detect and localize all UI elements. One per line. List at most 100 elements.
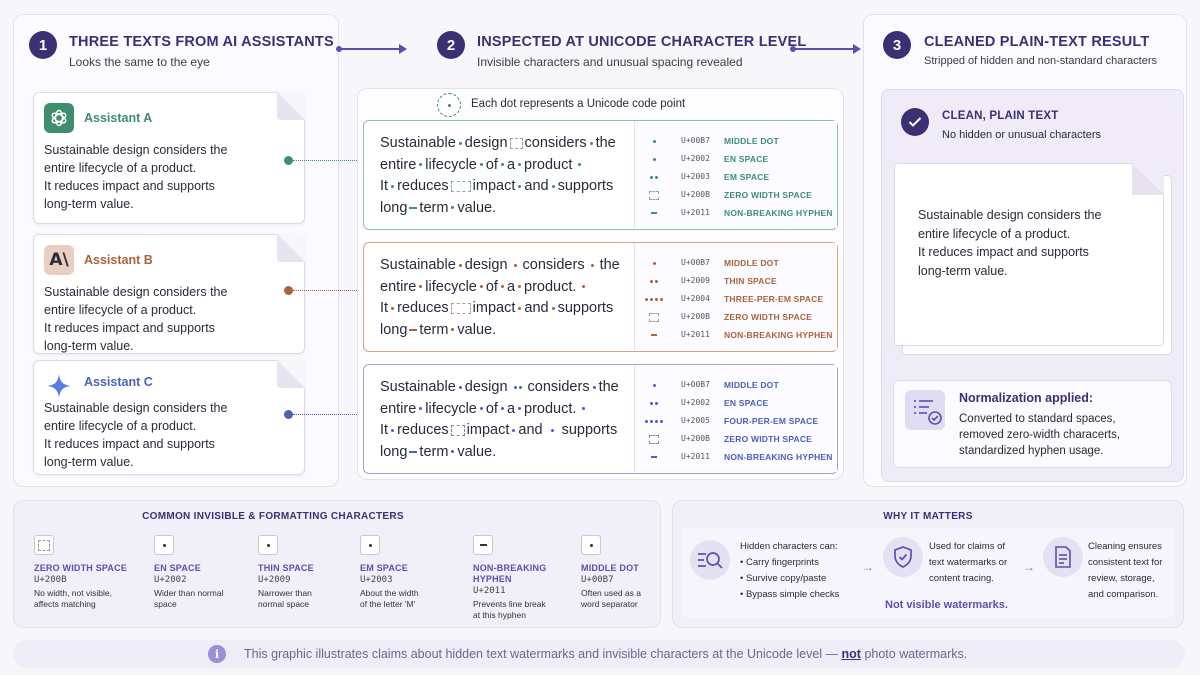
assistant-a-name: Assistant A xyxy=(84,111,153,125)
anthropic-logo-icon: A\ xyxy=(44,245,74,275)
zero-width-space-marker xyxy=(509,137,523,149)
middle-dot-marker xyxy=(512,428,516,432)
assistant-b-card: A\ Assistant B Sustainable design consid… xyxy=(33,234,305,354)
step1-number: 1 xyxy=(29,31,57,59)
step2-title: INSPECTED AT UNICODE CHARACTER LEVEL xyxy=(477,34,807,50)
step3-title: CLEANED PLAIN-TEXT RESULT xyxy=(924,34,1150,50)
why-title: WHY IT MATTERS xyxy=(883,511,973,522)
step2-number: 2 xyxy=(437,31,465,59)
middle-dot-marker xyxy=(551,184,555,188)
en-space-marker xyxy=(513,385,517,389)
step2-subtitle: Invisible characters and unusual spacing… xyxy=(477,55,743,69)
normalization-list-icon xyxy=(905,390,945,430)
assistant-c-card: Assistant C Sustainable design considers… xyxy=(33,360,305,475)
middle-dot-marker xyxy=(551,306,555,310)
normalization-title: Normalization applied: xyxy=(959,391,1094,405)
connector-c-line xyxy=(293,414,363,415)
thin-space-marker xyxy=(513,263,517,267)
connector-a-line xyxy=(293,160,363,161)
step1-subtitle: Looks the same to the eye xyxy=(69,55,210,69)
middle-dot-marker xyxy=(592,385,596,389)
middle-dot-marker xyxy=(590,263,594,267)
normalization-text: Converted to standard spaces, removed ze… xyxy=(959,413,1121,457)
ref-zero-width-space: ZERO WIDTH SPACE U+200B No width, not vi… xyxy=(34,535,144,610)
middle-dot-marker xyxy=(518,184,522,188)
clean-doc: Sustainable design considers the entire … xyxy=(894,163,1164,346)
info-icon: i xyxy=(208,645,226,663)
middle-dot-marker xyxy=(500,285,504,289)
four-per-em-marker xyxy=(550,428,554,432)
middle-dot-marker xyxy=(458,263,462,267)
middle-dot-marker xyxy=(458,385,462,389)
magnify-lines-icon xyxy=(690,540,730,580)
middle-dot-marker xyxy=(451,328,455,332)
middle-dot-marker xyxy=(419,407,423,411)
connector-b-dot xyxy=(284,286,293,295)
clean-title: CLEAN, PLAIN TEXT xyxy=(942,110,1059,122)
why-col3: Cleaning ensures consistent text for rev… xyxy=(1088,541,1163,600)
assistant-c-name: Assistant C xyxy=(84,375,153,389)
middle-dot-marker xyxy=(578,163,582,167)
why-col1: Hidden characters can: • Carry fingerpri… xyxy=(740,541,840,600)
middle-dot-marker xyxy=(451,450,455,454)
assistant-b-name: Assistant B xyxy=(84,253,153,267)
step3-number: 3 xyxy=(883,31,911,59)
footer-text: This graphic illustrates claims about hi… xyxy=(244,647,968,661)
check-icon xyxy=(901,108,929,136)
middle-dot-marker xyxy=(518,407,522,411)
clean-subtitle: No hidden or unusual characters xyxy=(942,129,1101,141)
dot-legend-icon xyxy=(437,93,461,117)
why-inner xyxy=(682,528,1174,618)
middle-dot-marker xyxy=(451,206,455,210)
arrow-step1-to-step2 xyxy=(336,44,407,54)
ref-non-breaking-hyphen: NON-BREAKING HYPHEN U+2011 Prevents line… xyxy=(473,535,583,621)
why-col2-note: Not visible watermarks. xyxy=(885,599,1008,611)
en-space-marker xyxy=(518,385,522,389)
middle-dot-marker xyxy=(500,407,504,411)
middle-dot-marker xyxy=(391,184,395,188)
dot-legend-note: Each dot represents a Unicode code point xyxy=(471,98,686,110)
step1-title: THREE TEXTS FROM AI ASSISTANTS xyxy=(69,34,334,50)
zero-width-space-marker xyxy=(450,302,471,314)
arrow-step2-to-step3 xyxy=(790,44,861,54)
middle-dot-marker xyxy=(479,163,483,167)
zero-width-space-marker xyxy=(450,424,465,436)
connector-c-dot xyxy=(284,410,293,419)
middle-dot-marker xyxy=(458,141,462,145)
clean-doc-text: Sustainable design considers the entire … xyxy=(918,208,1102,278)
reference-panel xyxy=(13,500,661,628)
nb-hyphen-marker xyxy=(409,206,418,209)
document-icon xyxy=(1043,537,1083,577)
assistant-a-card: Assistant A Sustainable design considers… xyxy=(33,92,305,224)
middle-dot-marker xyxy=(518,163,522,167)
nb-hyphen-marker xyxy=(409,328,418,331)
middle-dot-marker xyxy=(419,285,423,289)
middle-dot-marker xyxy=(518,285,522,289)
middle-dot-marker xyxy=(391,428,395,432)
middle-dot-marker xyxy=(500,163,504,167)
clean-doc-fold xyxy=(1132,163,1164,195)
middle-dot-marker xyxy=(479,285,483,289)
openai-logo-icon xyxy=(44,103,74,133)
connector-b-line xyxy=(293,290,363,291)
reference-title: COMMON INVISIBLE & FORMATTING CHARACTERS xyxy=(142,511,404,522)
connector-a-dot xyxy=(284,156,293,165)
middle-dot-marker xyxy=(391,306,395,310)
zero-width-space-marker xyxy=(450,180,471,192)
nb-hyphen-marker xyxy=(409,450,418,453)
